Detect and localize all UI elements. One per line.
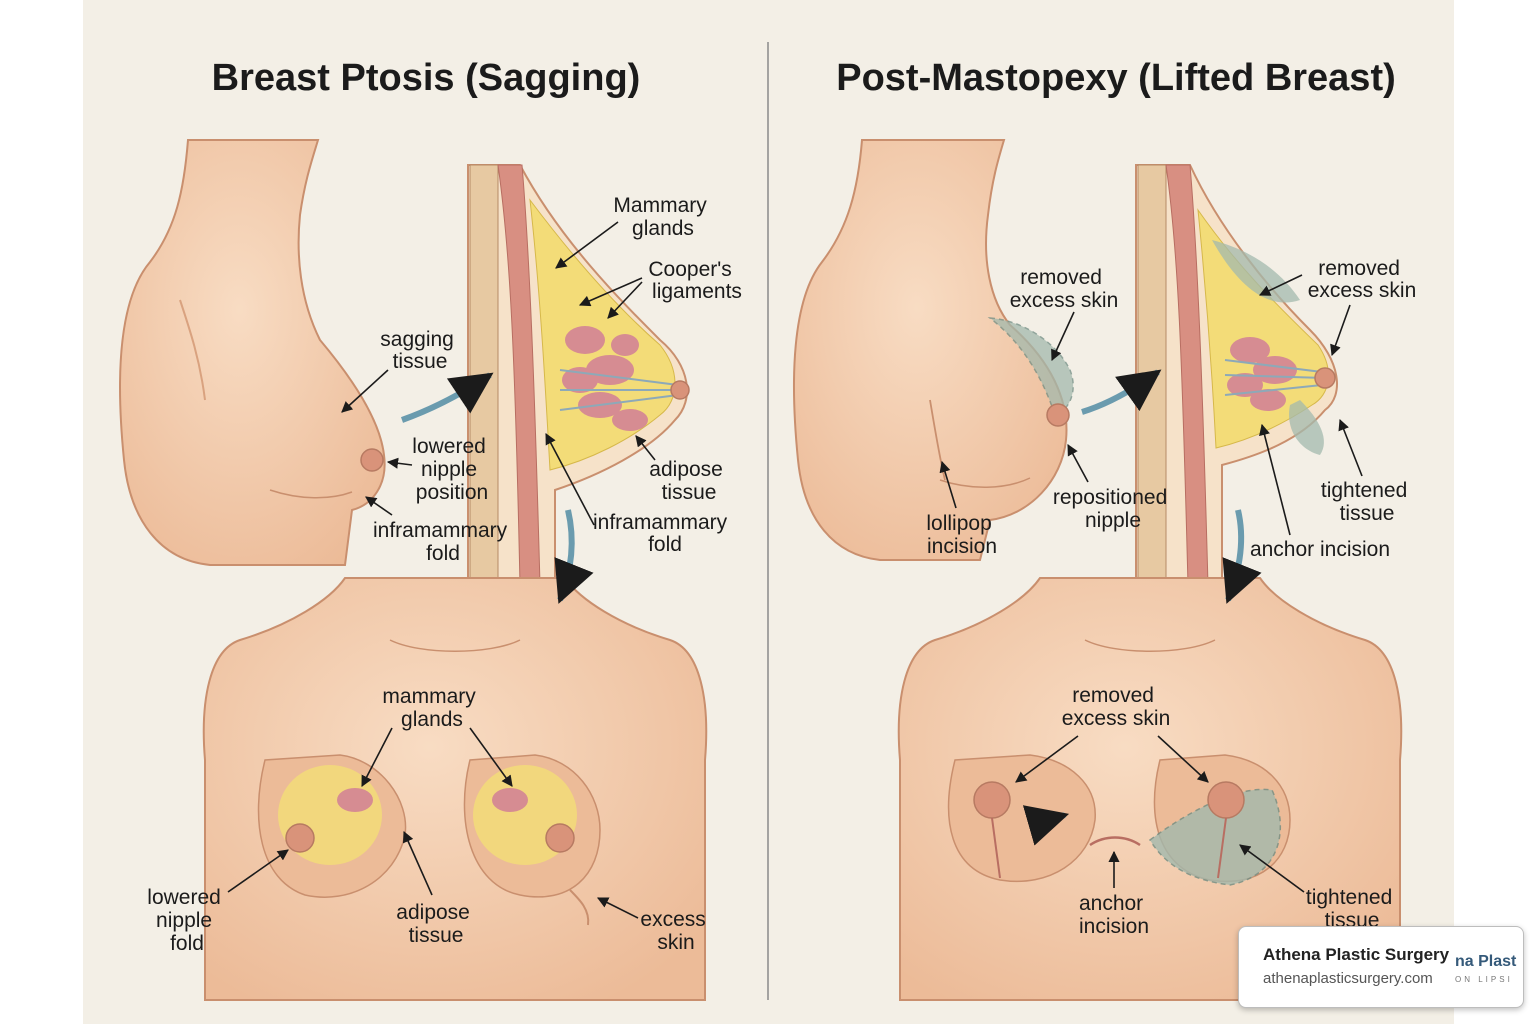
label-repositioned-nipple: repositioned nipple bbox=[1053, 486, 1173, 532]
flow-arrow-right-right bbox=[1081, 369, 1162, 415]
flow-arrow-left-right bbox=[400, 372, 494, 423]
label-adipose-tissue-cross: adipose tissue bbox=[649, 458, 728, 504]
right-tightened-tissue-zone-cross bbox=[1289, 400, 1324, 455]
label-anchor-incision-front: anchor incision bbox=[1079, 892, 1149, 938]
label-lowered-nipple-position: lowered nipple position bbox=[412, 435, 491, 504]
label-lowered-nipple-fold: lowered nipple fold bbox=[147, 886, 226, 955]
label-lollipop-incision: lollipop incision bbox=[926, 512, 997, 558]
flow-arrow-right-down bbox=[1222, 509, 1262, 604]
left-side-profile bbox=[119, 139, 386, 566]
label-removed-excess-skin-cross: removed excess skin bbox=[1308, 257, 1417, 302]
right-panel-title: Post-Mastopexy (Lifted Breast) bbox=[836, 57, 1396, 99]
left-front-nipple-left bbox=[545, 823, 575, 853]
label-removed-excess-skin-side: removed excess skin bbox=[1010, 266, 1119, 312]
left-panel-title: Breast Ptosis (Sagging) bbox=[212, 57, 641, 99]
right-removed-skin-zone-side bbox=[987, 317, 1074, 416]
label-sagging-tissue: sagging tissue bbox=[380, 328, 459, 373]
label-excess-skin: excess skin bbox=[640, 908, 711, 954]
label-tightened-tissue-cross: tightened tissue bbox=[1321, 479, 1413, 525]
left-front-view bbox=[202, 577, 708, 1001]
left-front-nipple-right bbox=[285, 823, 315, 853]
label-inframammary-fold-side: inframammary fold bbox=[373, 519, 513, 565]
label-adipose-tissue-front: adipose tissue bbox=[396, 901, 475, 947]
label-coopers-ligaments: Cooper's ligaments bbox=[648, 258, 742, 303]
flow-arrow-left-down bbox=[554, 509, 594, 604]
watermark-url[interactable]: athenaplasticsurgery.com bbox=[1263, 970, 1433, 987]
right-front-view bbox=[897, 577, 1403, 1001]
watermark-logo: na Plast ON LIPSI bbox=[1455, 953, 1523, 993]
left-side-nipple bbox=[360, 448, 384, 472]
logo-main-text: na Plast bbox=[1455, 953, 1517, 970]
label-removed-excess-skin-front: removed excess skin bbox=[1062, 684, 1171, 730]
watermark-card[interactable]: Athena Plastic Surgery athenaplasticsurg… bbox=[1238, 926, 1524, 1008]
label-mammary-glands-cross: Mammary glands bbox=[613, 194, 712, 240]
right-side-profile bbox=[793, 139, 1074, 561]
label-anchor-incision-cross: anchor incision bbox=[1250, 538, 1390, 561]
logo-sub-text: ON LIPSI bbox=[1455, 975, 1513, 984]
label-mammary-glands-front: mammary glands bbox=[382, 685, 481, 731]
watermark-name: Athena Plastic Surgery bbox=[1263, 945, 1450, 964]
right-removed-skin-zone-front bbox=[1149, 788, 1281, 886]
label-inframammary-fold-cross: inframammary fold bbox=[593, 511, 733, 556]
